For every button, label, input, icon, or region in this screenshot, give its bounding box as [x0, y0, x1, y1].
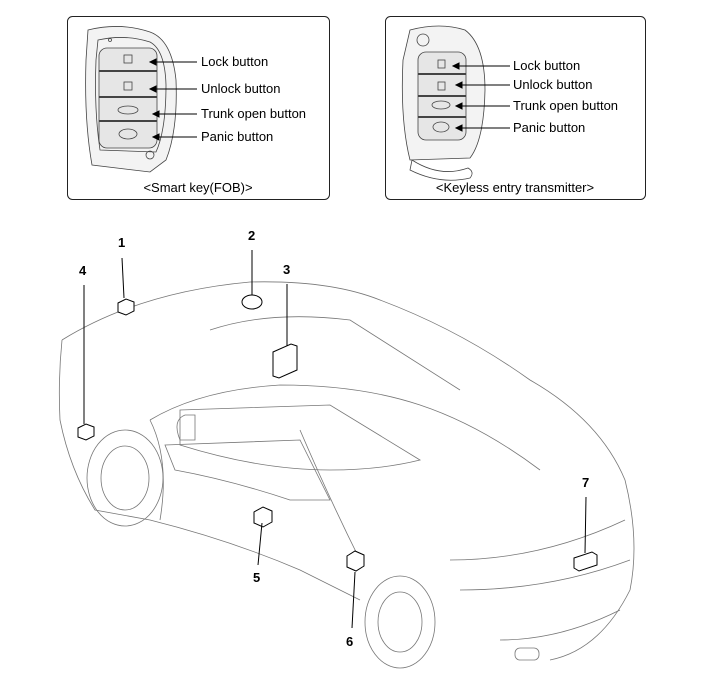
smart-key-panic-label: Panic button — [201, 129, 274, 144]
callout-5: 5 — [253, 570, 261, 585]
component-4 — [77, 423, 95, 441]
keyless-transmitter-icon — [401, 25, 486, 181]
component-2 — [241, 294, 263, 310]
car-outline — [58, 281, 635, 669]
smart-key-lock-label: Lock button — [201, 54, 269, 69]
transmitter-arrows — [451, 62, 510, 132]
component-1 — [117, 298, 135, 316]
component-3 — [272, 343, 298, 379]
smart-key-arrows — [148, 58, 197, 141]
transmitter-caption: <Keyless entry transmitter> — [435, 180, 595, 195]
callout-4: 4 — [79, 263, 87, 278]
transmitter-trunk-label: Trunk open button — [513, 98, 619, 113]
transmitter-lock-label: Lock button — [513, 58, 581, 73]
smart-key-fob-icon — [85, 26, 177, 173]
callout-3: 3 — [283, 262, 291, 277]
component-7 — [573, 551, 598, 572]
component-5 — [253, 506, 273, 528]
transmitter-unlock-label: Unlock button — [513, 77, 593, 92]
component-6 — [346, 550, 365, 572]
smart-key-trunk-label: Trunk open button — [201, 106, 307, 121]
components — [77, 294, 598, 572]
smart-key-panel — [67, 16, 330, 200]
transmitter-panel — [385, 16, 646, 200]
transmitter-panic-label: Panic button — [513, 120, 586, 135]
callout-1: 1 — [118, 235, 126, 250]
leader-lines — [83, 250, 587, 629]
smart-key-unlock-label: Unlock button — [201, 81, 281, 96]
callout-2: 2 — [248, 228, 256, 243]
callout-7: 7 — [582, 475, 590, 490]
smart-key-caption: <Smart key(FOB)> — [143, 180, 253, 195]
callout-6: 6 — [346, 634, 354, 649]
